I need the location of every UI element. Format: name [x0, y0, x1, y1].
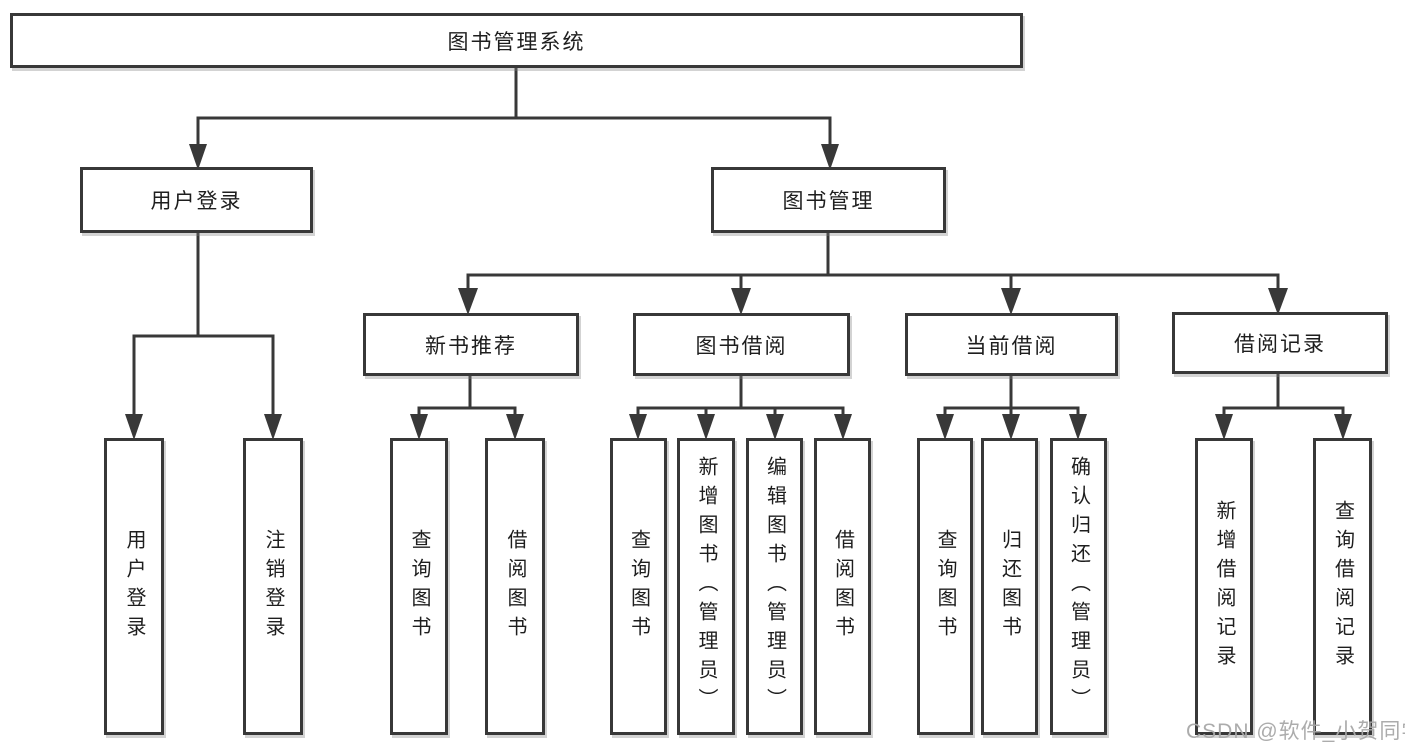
arrowheads [125, 144, 1352, 440]
leaf-return-books: 归还图书 [981, 438, 1038, 735]
leaf-logout-label: 注销登录 [262, 528, 284, 645]
leaf-return-books-label: 归还图书 [998, 528, 1021, 645]
leaf-query-borrow-record: 查询借阅记录 [1313, 438, 1372, 735]
node-current-borrow: 当前借阅 [905, 313, 1118, 376]
leaf-edit-books-admin-label: 编辑图书（管理员） [763, 456, 786, 717]
node-new-book-rec-label: 新书推荐 [425, 334, 517, 358]
connector-book-borrow-to-leaves [636, 374, 845, 427]
leaf-borrow-books-1: 借阅图书 [485, 438, 545, 735]
leaf-borrow-books-2: 借阅图书 [814, 438, 871, 735]
watermark-text: CSDN @软件_小贺同学 [1186, 720, 1405, 743]
node-user-login-label: 用户登录 [150, 190, 243, 213]
node-borrow-records-label: 借阅记录 [1234, 333, 1326, 356]
leaf-borrow-books-2-label: 借阅图书 [831, 528, 854, 645]
connector-new-book-rec-to-leaves [417, 374, 517, 427]
leaf-add-books-admin: 新增图书（管理员） [677, 438, 735, 735]
node-new-book-rec: 新书推荐 [363, 313, 579, 376]
leaf-confirm-return-admin-label: 确认归还（管理员） [1067, 456, 1090, 717]
node-root-label: 图书管理系统 [447, 30, 586, 54]
leaf-confirm-return-admin: 确认归还（管理员） [1050, 438, 1107, 735]
leaf-borrow-books-1-label: 借阅图书 [504, 528, 526, 645]
leaf-logout: 注销登录 [243, 438, 303, 735]
node-user-login: 用户登录 [80, 167, 313, 233]
node-current-borrow-label: 当前借阅 [965, 334, 1058, 358]
leaf-add-borrow-record: 新增借阅记录 [1195, 438, 1253, 735]
connector-borrow-records-to-leaves [1222, 372, 1345, 427]
leaf-add-books-admin-label: 新增图书（管理员） [695, 456, 717, 717]
connector-book-mgmt-to-level3 [466, 231, 1280, 304]
leaf-query-books-2-label: 查询图书 [627, 528, 650, 645]
node-book-borrow-label: 图书借阅 [695, 334, 788, 358]
leaf-user-login: 用户登录 [104, 438, 164, 735]
node-book-mgmt-label: 图书管理 [782, 190, 875, 213]
connector-root-to-level2 [196, 66, 832, 162]
leaf-query-books-1-label: 查询图书 [408, 528, 430, 645]
leaf-query-borrow-record-label: 查询借阅记录 [1331, 499, 1354, 674]
leaf-query-books-2: 查询图书 [610, 438, 667, 735]
node-root: 图书管理系统 [10, 13, 1023, 68]
node-book-mgmt: 图书管理 [711, 167, 946, 233]
node-book-borrow: 图书借阅 [633, 313, 850, 376]
leaf-edit-books-admin: 编辑图书（管理员） [746, 438, 803, 735]
leaf-query-books-3: 查询图书 [917, 438, 973, 735]
leaf-user-login-label: 用户登录 [123, 528, 145, 645]
leaf-query-books-3-label: 查询图书 [934, 528, 956, 645]
node-borrow-records: 借阅记录 [1172, 312, 1388, 374]
leaf-query-books-1: 查询图书 [390, 438, 448, 735]
leaf-add-borrow-record-label: 新增借阅记录 [1213, 499, 1235, 674]
connector-user-login-to-leaves [132, 231, 275, 427]
